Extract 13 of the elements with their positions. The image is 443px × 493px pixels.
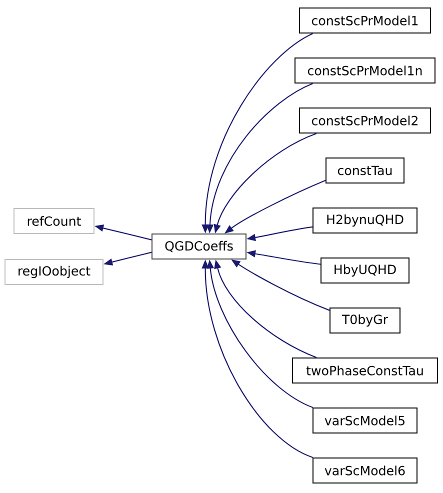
class-box: HbyUQHD (320, 258, 410, 284)
class-box: twoPhaseConstTau (292, 358, 438, 384)
class-box: QGDCoeffs (152, 234, 246, 260)
class-box: varScModel6 (312, 458, 418, 484)
class-box: T0byGr (330, 308, 400, 334)
class-box: constScPrModel1 (299, 8, 431, 34)
class-box: constScPrModel1n (294, 58, 436, 84)
class-box: constScPrModel2 (299, 108, 431, 134)
class-box: refCount (14, 208, 94, 234)
class-box: constTau (326, 158, 404, 184)
class-box: varScModel5 (312, 408, 418, 434)
class-box: H2bynuQHD (312, 208, 418, 234)
class-box: regIOobject (4, 259, 104, 285)
